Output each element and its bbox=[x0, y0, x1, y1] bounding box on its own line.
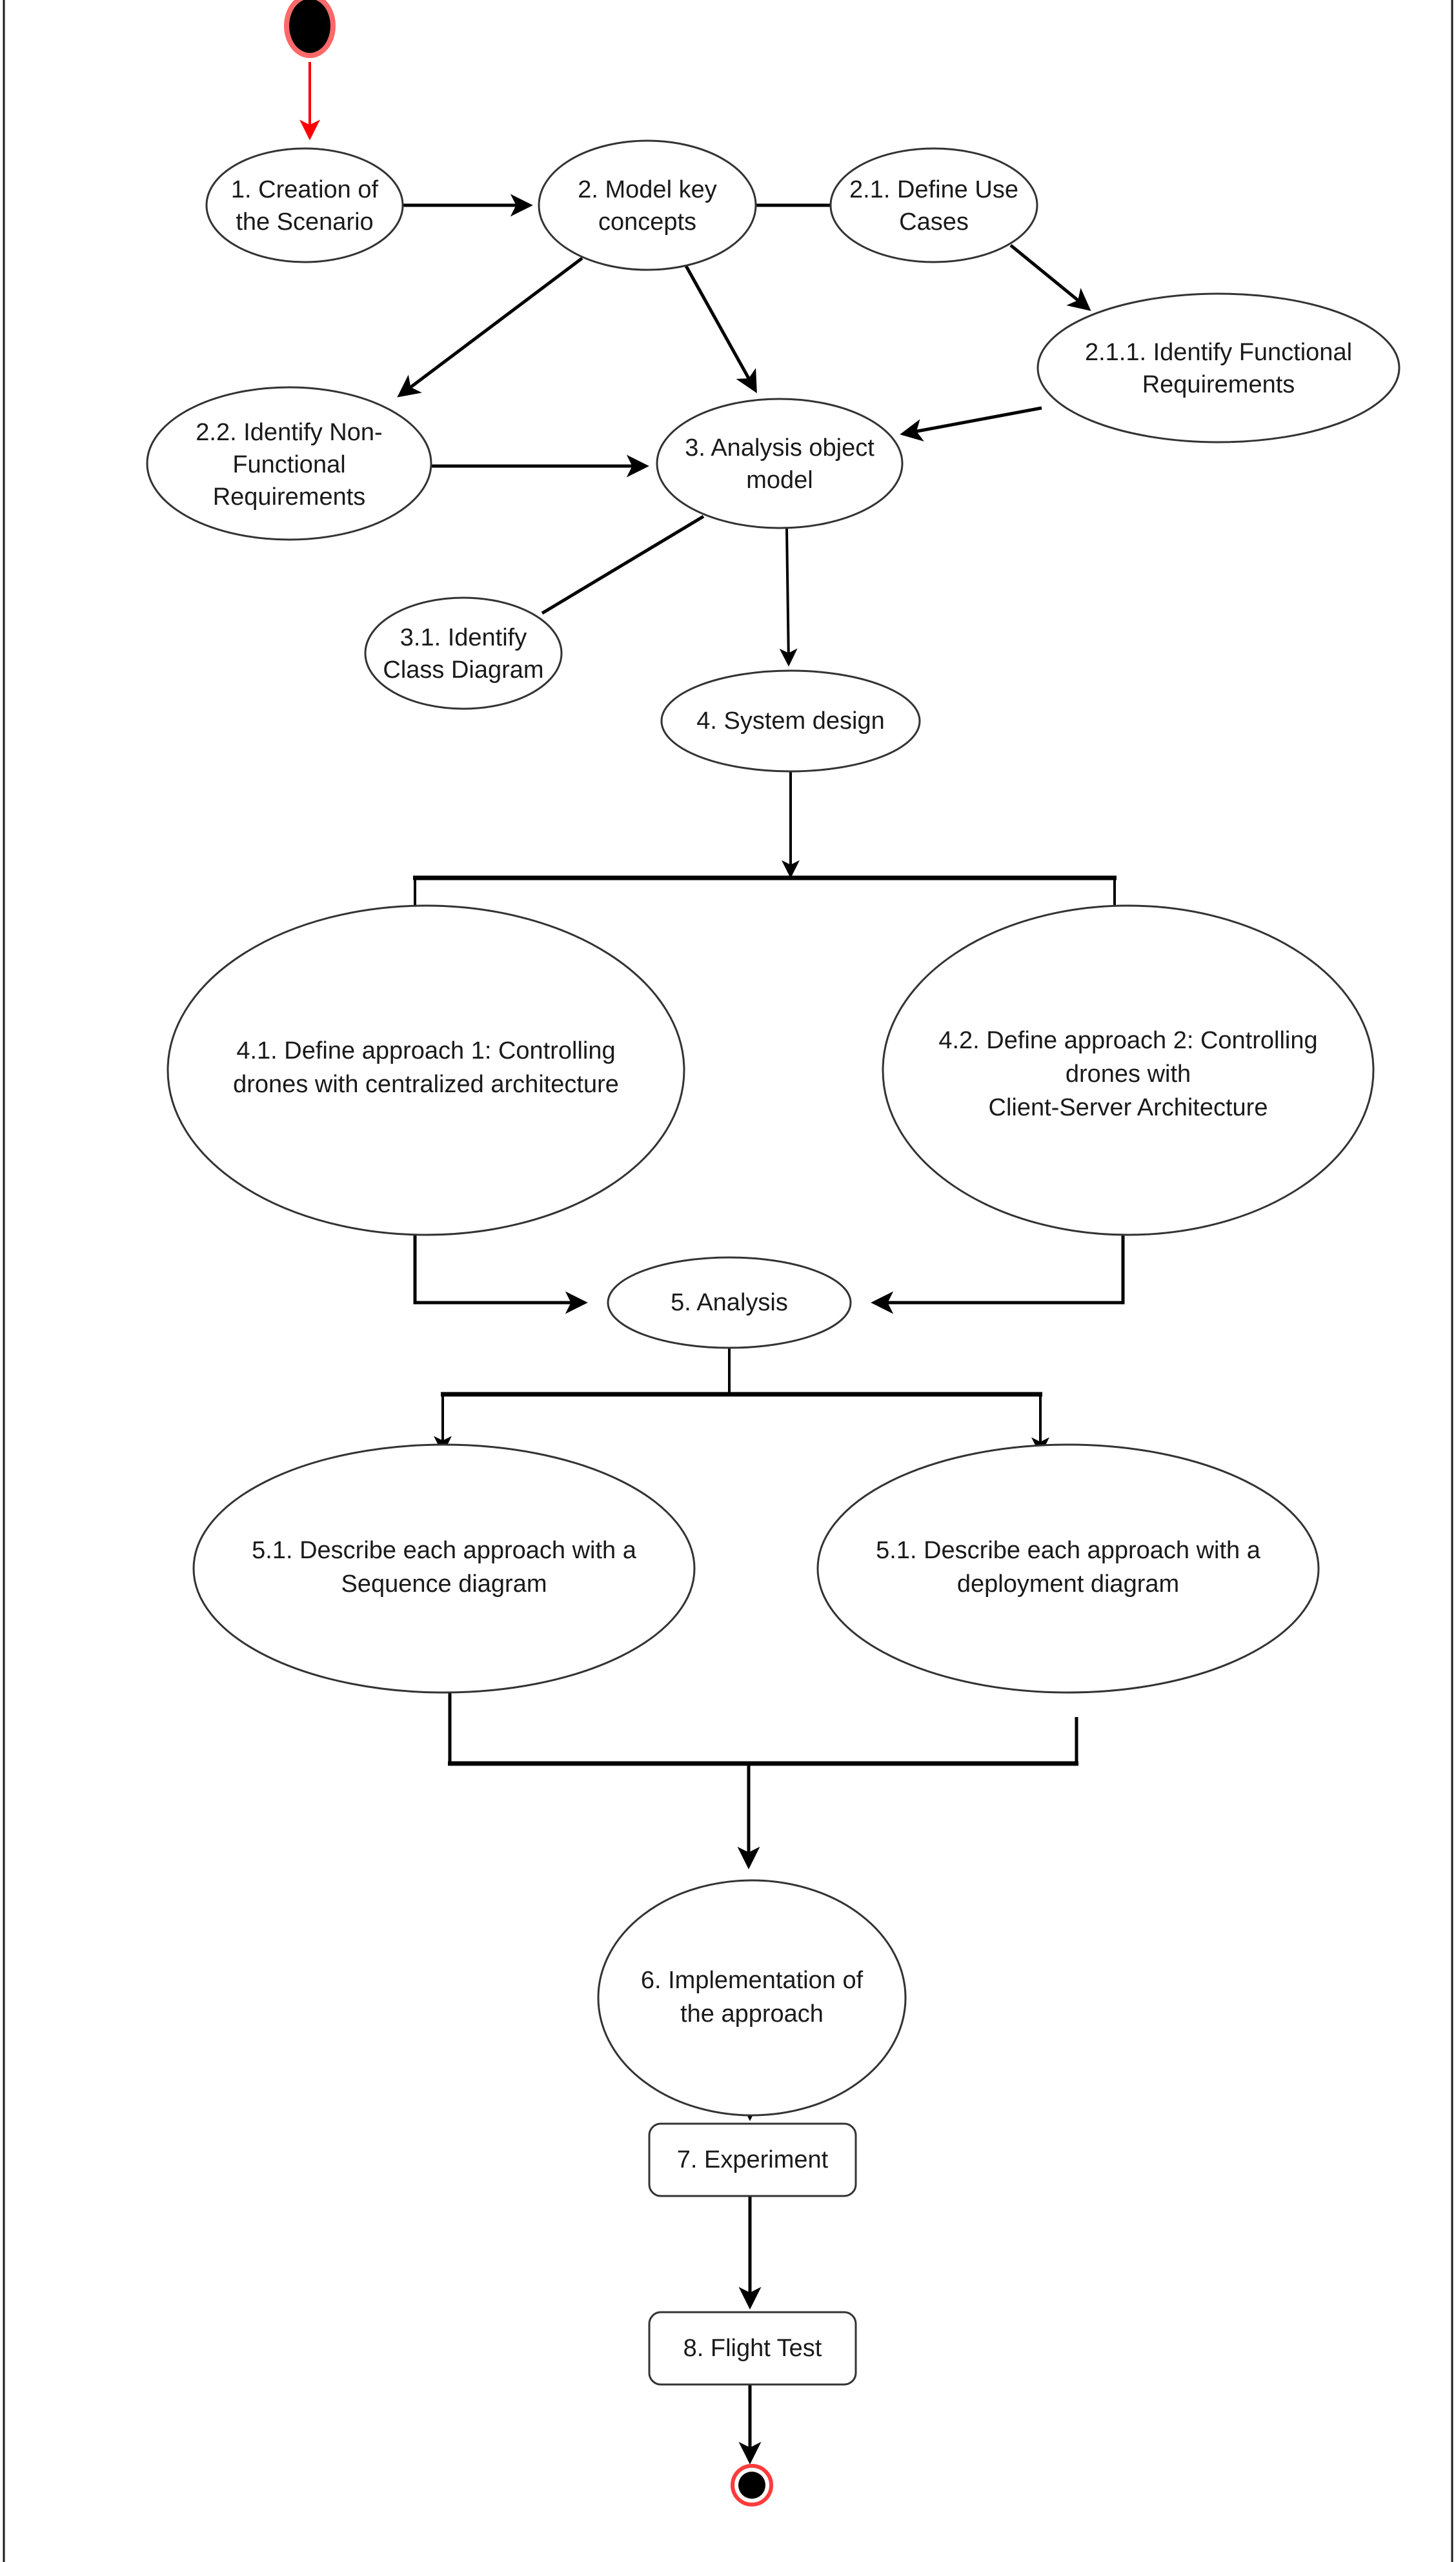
node-label-line: 2.1.1. Identify Functional bbox=[1085, 339, 1352, 366]
node-flight-test[interactable]: 8. Flight Test bbox=[648, 2311, 857, 2386]
final-node bbox=[731, 2464, 773, 2506]
edge-n41-to-n5 bbox=[413, 1233, 588, 1314]
node-label-line: 4.2. Define approach 2: Controlling bbox=[938, 1027, 1317, 1054]
node-label-line: concepts bbox=[598, 208, 696, 236]
node-shape[interactable] bbox=[205, 147, 404, 263]
final-node-dot bbox=[738, 2472, 765, 2499]
node-shape[interactable] bbox=[538, 139, 757, 271]
node-shape[interactable] bbox=[167, 904, 685, 1236]
node-define-use-cases[interactable]: 2.1. Define Use Cases bbox=[829, 147, 1038, 263]
edge-n3-to-n4 bbox=[779, 527, 798, 667]
node-shape[interactable] bbox=[829, 147, 1038, 263]
edge-n31-to-n3 bbox=[541, 514, 705, 615]
node-shape[interactable] bbox=[882, 904, 1375, 1236]
node-label-line: 4. System design bbox=[696, 707, 884, 735]
node-shape[interactable] bbox=[648, 2122, 857, 2197]
final-node-ring bbox=[731, 2464, 773, 2506]
node-shape[interactable] bbox=[648, 2311, 857, 2386]
node-label-line: 5.1. Describe each approach with a bbox=[252, 1537, 637, 1564]
initial-node-ring bbox=[284, 0, 336, 58]
node-implementation-of-the-approach[interactable]: 6. Implementation of the approach bbox=[597, 1879, 907, 2117]
node-label-line: 2. Model key bbox=[578, 176, 716, 203]
node-label-line: drones with bbox=[1066, 1061, 1191, 1088]
node-describe-approach-sequence-diagram[interactable]: 5.1. Describe each approach with a Seque… bbox=[192, 1443, 696, 1694]
node-label-line: 6. Implementation of bbox=[641, 1967, 864, 1994]
node-label-line: Requirements bbox=[213, 483, 366, 511]
edge-n2-to-n22 bbox=[397, 257, 583, 398]
node-define-approach-2-client-server[interactable]: 4.2. Define approach 2: Controlling dron… bbox=[882, 904, 1375, 1236]
node-shape[interactable] bbox=[816, 1443, 1320, 1694]
node-shape[interactable] bbox=[597, 1879, 907, 2117]
node-shape[interactable] bbox=[1036, 292, 1400, 443]
node-label-line: Cases bbox=[899, 208, 969, 236]
node-model-key-concepts[interactable]: 2. Model key concepts bbox=[538, 139, 757, 271]
node-system-design[interactable]: 4. System design bbox=[660, 669, 921, 773]
node-shape[interactable] bbox=[656, 398, 904, 529]
node-layer: 1. Creation of the Scenario 2. Model key… bbox=[146, 139, 1400, 2386]
edge-layer bbox=[299, 62, 1125, 2465]
node-label-line: 2.1. Define Use bbox=[849, 176, 1018, 203]
node-label-line: Client-Server Architecture bbox=[989, 1094, 1268, 1121]
node-analysis-object-model[interactable]: 3. Analysis object model bbox=[656, 398, 904, 529]
initial-node bbox=[284, 0, 336, 58]
node-analysis[interactable]: 5. Analysis bbox=[607, 1256, 852, 1349]
node-describe-approach-deployment-diagram[interactable]: 5.1. Describe each approach with a deplo… bbox=[816, 1443, 1320, 1694]
node-label-line: 8. Flight Test bbox=[683, 2335, 822, 2362]
node-label-line: 5.1. Describe each approach with a bbox=[876, 1537, 1261, 1564]
node-label-line: 2.2. Identify Non- bbox=[196, 419, 382, 446]
node-label-line: drones with centralized architecture bbox=[233, 1071, 619, 1098]
node-creation-of-the-scenario[interactable]: 1. Creation of the Scenario bbox=[205, 147, 404, 263]
node-label-line: 5. Analysis bbox=[671, 1289, 788, 1316]
node-label-line: Sequence diagram bbox=[341, 1571, 547, 1598]
node-label-line: Requirements bbox=[1142, 371, 1295, 398]
edge-n211-to-n3 bbox=[900, 406, 1042, 442]
edge-n42-to-n5 bbox=[871, 1226, 1125, 1314]
node-identify-non-functional-requirements[interactable]: 2.2. Identify Non- Functional Requiremen… bbox=[146, 386, 432, 541]
node-label-line: Functional bbox=[232, 451, 345, 478]
node-define-approach-1-centralized[interactable]: 4.1. Define approach 1: Controlling dron… bbox=[167, 904, 685, 1236]
node-label-line: the Scenario bbox=[236, 208, 373, 236]
node-label-line: 4.1. Define approach 1: Controlling bbox=[236, 1037, 615, 1064]
node-shape[interactable] bbox=[192, 1443, 696, 1694]
node-label-line: 7. Experiment bbox=[677, 2146, 829, 2173]
node-shape[interactable] bbox=[660, 669, 921, 773]
node-label-line: 3. Analysis object bbox=[685, 434, 875, 462]
edge-n21-to-n211 bbox=[1009, 244, 1091, 311]
node-shape[interactable] bbox=[146, 386, 432, 541]
node-label-line: Class Diagram bbox=[383, 656, 543, 684]
node-experiment[interactable]: 7. Experiment bbox=[648, 2122, 857, 2197]
node-identify-class-diagram[interactable]: 3.1. Identify Class Diagram bbox=[364, 596, 563, 710]
node-label-line: deployment diagram bbox=[957, 1571, 1179, 1598]
node-shape[interactable] bbox=[364, 596, 563, 710]
node-shape[interactable] bbox=[607, 1256, 852, 1349]
node-label-line: the approach bbox=[680, 2000, 824, 2028]
node-label-line: model bbox=[746, 467, 813, 494]
node-label-line: 3.1. Identify bbox=[400, 624, 527, 651]
edge-n2-to-n3 bbox=[684, 265, 757, 394]
node-label-line: 1. Creation of bbox=[231, 176, 379, 203]
node-identify-functional-requirements[interactable]: 2.1.1. Identify Functional Requirements bbox=[1036, 292, 1400, 443]
initial-node-dot bbox=[289, 0, 330, 53]
